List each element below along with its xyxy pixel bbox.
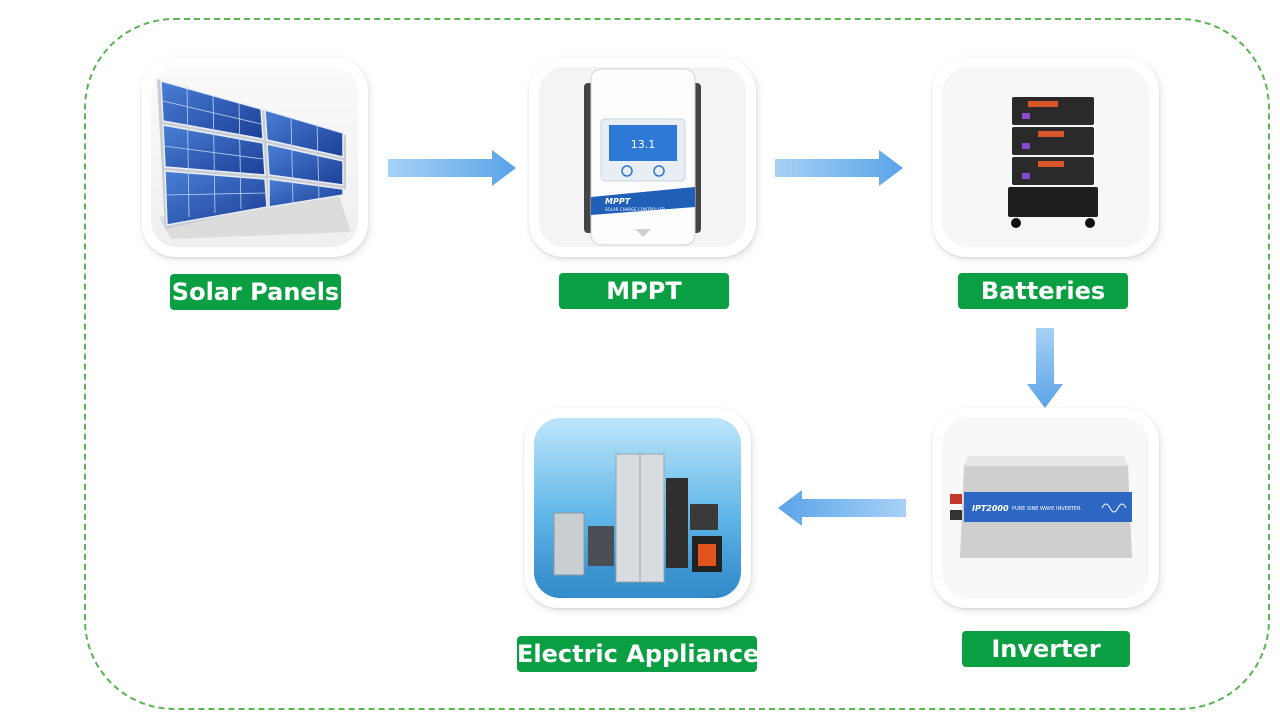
inverter-image: IPT2000 PURE SINE WAVE INVERTER (942, 418, 1149, 598)
mppt-device-subtitle: SOLAR CHARGE CONTROLLER (605, 207, 665, 212)
inverter-card: IPT2000 PURE SINE WAVE INVERTER (932, 408, 1159, 608)
solar-panels-label: Solar Panels (170, 274, 341, 310)
mppt-device-brand: MPPT (605, 197, 631, 206)
inverter-model: IPT2000 (972, 504, 1009, 513)
inverter-label: Inverter (962, 631, 1130, 667)
arrow-right-icon (775, 150, 903, 186)
solar-panels-card (141, 57, 368, 257)
arrow-right-icon (388, 150, 516, 186)
arrow-left-icon (778, 490, 906, 526)
batteries-label: Batteries (958, 273, 1128, 309)
inverter-description: PURE SINE WAVE INVERTER (1012, 506, 1081, 512)
mppt-display-value: 13.1 (631, 138, 656, 151)
mppt-card: 13.1 MPPT SOLAR CHARGE CONTROLLER (529, 57, 756, 257)
system-frame (84, 18, 1270, 710)
batteries-image (942, 67, 1149, 247)
solar-panels-image (151, 67, 358, 247)
appliance-image (534, 418, 741, 598)
appliance-label: Electric Appliance (517, 636, 759, 672)
mppt-image: 13.1 MPPT SOLAR CHARGE CONTROLLER (539, 67, 746, 247)
appliance-card (524, 408, 751, 608)
arrow-down-icon (1027, 328, 1063, 408)
mppt-label: MPPT (559, 273, 729, 309)
batteries-card (932, 57, 1159, 257)
